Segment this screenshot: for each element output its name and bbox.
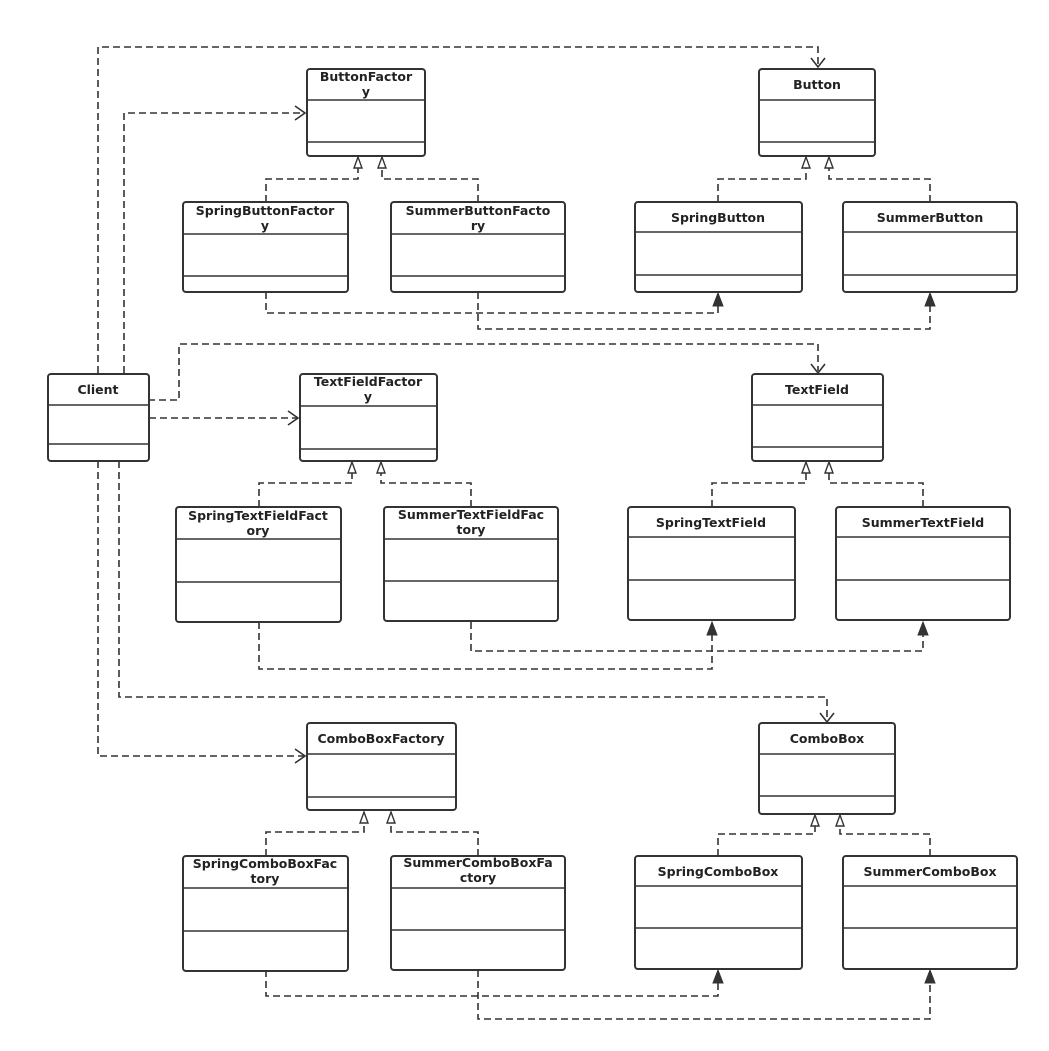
realize-springbutton-button xyxy=(717,167,807,202)
dep-summertextfieldfactory-summertextfield xyxy=(470,622,924,652)
solid-triangle-icon xyxy=(924,291,936,307)
class-spring-combobox[interactable]: SpringComboBox xyxy=(634,855,803,970)
realize-springbuttonfactory-buttonfactory xyxy=(265,167,359,202)
class-combobox[interactable]: ComboBox xyxy=(758,722,896,815)
class-name: SummerTextField xyxy=(862,515,985,530)
dep-client-to-button-factory xyxy=(123,112,304,373)
class-textfield-factory[interactable]: TextFieldFactor y xyxy=(299,373,438,462)
class-client[interactable]: Client xyxy=(47,373,150,462)
class-spring-textfield-factory[interactable]: SpringTextFieldFact ory xyxy=(175,506,342,623)
class-name-wrap: ctory xyxy=(460,870,496,885)
class-name: ComboBox xyxy=(790,731,865,746)
class-name-wrap: tory xyxy=(457,522,486,537)
open-arrow-icon xyxy=(294,105,307,121)
hollow-triangle-icon xyxy=(835,812,845,827)
hollow-triangle-icon xyxy=(386,809,396,824)
hollow-triangle-icon xyxy=(810,812,820,827)
class-name-wrap: ory xyxy=(247,523,270,538)
class-spring-textfield[interactable]: SpringTextField xyxy=(627,506,796,621)
realize-springcombobox-combobox xyxy=(717,826,816,856)
hollow-triangle-icon xyxy=(801,154,811,169)
realize-springtextfieldfactory-textfieldfactory xyxy=(258,473,353,507)
class-spring-button[interactable]: SpringButton xyxy=(634,201,803,293)
class-summer-button[interactable]: SummerButton xyxy=(842,201,1018,293)
solid-triangle-icon xyxy=(706,620,718,636)
class-name-wrap: ry xyxy=(471,218,485,233)
realize-summercombobox-combobox xyxy=(839,826,931,856)
solid-triangle-icon xyxy=(712,291,724,307)
class-summer-combobox-factory[interactable]: SummerComboBoxFa ctory xyxy=(390,855,566,971)
class-name-wrap: y xyxy=(364,389,372,404)
class-name: SpringComboBoxFac xyxy=(193,856,337,871)
dep-client-to-combobox-factory xyxy=(97,461,304,757)
dep-springcomboboxfactory-springcombobox xyxy=(265,970,719,997)
hollow-triangle-icon xyxy=(353,154,363,169)
class-name: ButtonFactor xyxy=(320,69,413,84)
open-arrow-icon xyxy=(287,410,300,426)
class-button-factory[interactable]: ButtonFactor y xyxy=(306,68,426,157)
relationships xyxy=(97,46,931,1020)
class-name: Client xyxy=(77,382,118,397)
class-name-wrap: y xyxy=(261,218,269,233)
class-button[interactable]: Button xyxy=(758,68,876,157)
realize-summertextfield-textfield xyxy=(828,473,924,507)
realize-springtextfield-textfield xyxy=(711,473,807,507)
class-name-wrap: y xyxy=(362,84,370,99)
arrowheads xyxy=(287,57,936,984)
class-spring-combobox-factory[interactable]: SpringComboBoxFac tory xyxy=(182,855,349,972)
class-name: ComboBoxFactory xyxy=(317,731,444,746)
dep-summerbuttonfactory-summerbutton xyxy=(477,292,931,330)
class-name: SummerButton xyxy=(877,210,983,225)
solid-triangle-icon xyxy=(712,968,724,984)
class-name: Button xyxy=(793,77,841,92)
class-name: SummerComboBoxFa xyxy=(403,855,552,870)
solid-triangle-icon xyxy=(917,620,929,636)
class-name: SpringButton xyxy=(671,210,765,225)
class-spring-button-factory[interactable]: SpringButtonFactor y xyxy=(182,201,349,293)
dep-client-to-combobox xyxy=(118,461,828,720)
realize-springcomboboxfactory-comboboxfactory xyxy=(265,823,365,856)
open-arrow-icon xyxy=(294,748,307,764)
class-name: SummerButtonFacto xyxy=(406,203,551,218)
class-name: SpringTextFieldFact xyxy=(188,508,328,523)
hollow-triangle-icon xyxy=(824,459,834,474)
realize-summertextfieldfactory-textfieldfactory xyxy=(380,473,472,507)
hollow-triangle-icon xyxy=(347,459,357,474)
class-summer-combobox[interactable]: SummerComboBox xyxy=(842,855,1018,970)
class-textfield[interactable]: TextField xyxy=(751,373,884,462)
hollow-triangle-icon xyxy=(801,459,811,474)
class-name: SummerComboBox xyxy=(863,864,996,879)
hollow-triangle-icon xyxy=(359,809,369,824)
class-name: TextFieldFactor xyxy=(314,374,423,389)
class-name: SpringComboBox xyxy=(658,864,779,879)
dep-springtextfieldfactory-springtextfield xyxy=(258,622,713,670)
open-arrow-icon xyxy=(810,57,826,69)
class-name: SummerTextFieldFac xyxy=(398,507,544,522)
class-name-wrap: tory xyxy=(251,871,280,886)
realize-summercomboboxfactory-comboboxfactory xyxy=(390,823,479,856)
class-name: SpringButtonFactor xyxy=(196,203,335,218)
class-combobox-factory[interactable]: ComboBoxFactory xyxy=(306,722,457,811)
hollow-triangle-icon xyxy=(376,459,386,474)
hollow-triangle-icon xyxy=(824,154,834,169)
class-summer-textfield[interactable]: SummerTextField xyxy=(835,506,1011,621)
class-summer-button-factory[interactable]: SummerButtonFacto ry xyxy=(390,201,566,293)
realize-summerbuttonfactory-buttonfactory xyxy=(381,167,479,202)
dep-springbuttonfactory-springbutton xyxy=(265,292,719,314)
dep-client-to-textfield xyxy=(148,343,819,401)
class-name: SpringTextField xyxy=(656,515,766,530)
hollow-triangle-icon xyxy=(377,154,387,169)
class-name: TextField xyxy=(785,382,849,397)
class-summer-textfield-factory[interactable]: SummerTextFieldFac tory xyxy=(383,506,559,622)
solid-triangle-icon xyxy=(924,968,936,984)
realize-summerbutton-button xyxy=(828,167,931,202)
dep-client-to-button xyxy=(97,46,819,373)
dep-summercomboboxfactory-summercombobox xyxy=(477,970,931,1020)
